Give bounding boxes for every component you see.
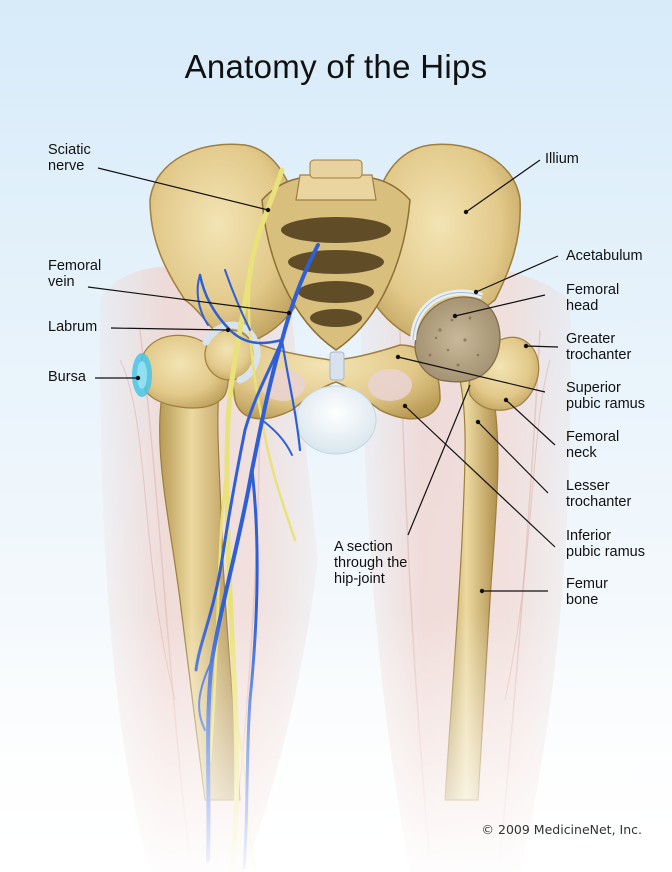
label-femoral-vein: Femoral vein	[48, 258, 101, 290]
page-title: Anatomy of the Hips	[0, 48, 672, 86]
label-section-hip-joint: A section through the hip-joint	[334, 539, 407, 587]
label-femoral-head: Femoral head	[566, 282, 619, 314]
label-superior-pubic-ramus: Superior pubic ramus	[566, 380, 645, 412]
label-illium: Illium	[545, 151, 579, 167]
label-bursa: Bursa	[48, 369, 86, 385]
label-femur-bone: Femur bone	[566, 576, 608, 608]
label-lesser-trochanter: Lesser trochanter	[566, 478, 631, 510]
label-greater-trochanter: Greater trochanter	[566, 331, 631, 363]
label-sciatic-nerve: Sciatic nerve	[48, 142, 91, 174]
label-femoral-neck: Femoral neck	[566, 429, 619, 461]
label-inferior-pubic-ramus: Inferior pubic ramus	[566, 528, 645, 560]
label-acetabulum: Acetabulum	[566, 248, 643, 264]
copyright-notice: © 2009 MedicineNet, Inc.	[482, 822, 642, 837]
label-labrum: Labrum	[48, 319, 97, 335]
